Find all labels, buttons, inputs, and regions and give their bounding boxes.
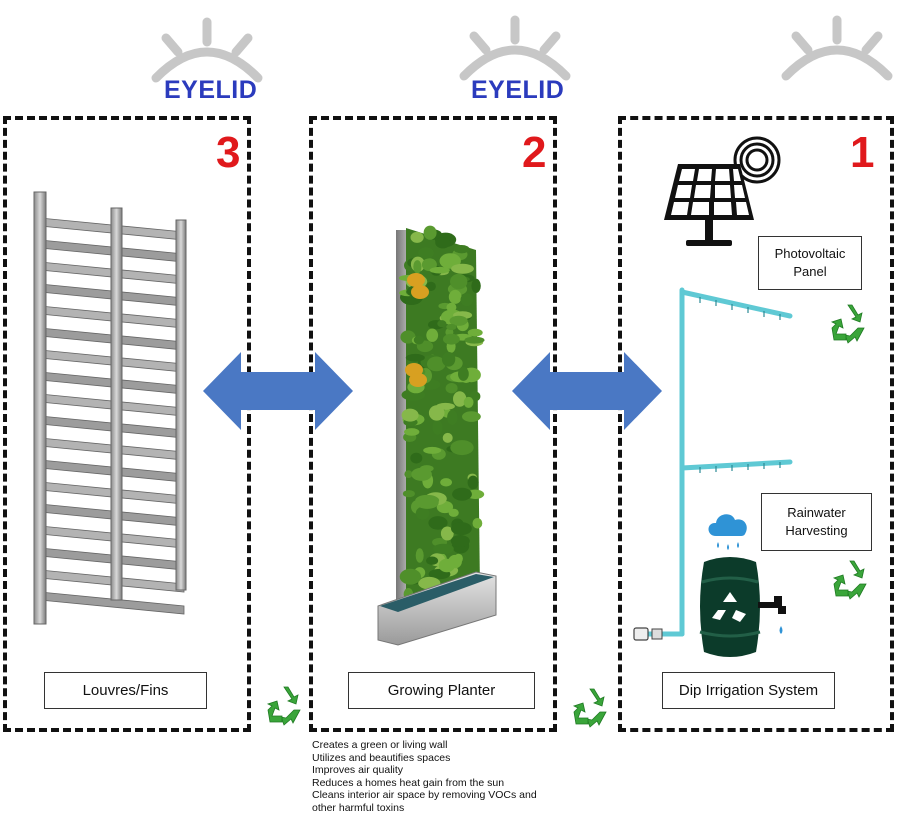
- eyelid-icon: [459, 15, 571, 81]
- leaf: [453, 245, 470, 254]
- leaf: [450, 535, 470, 547]
- leaf: [441, 352, 456, 367]
- leaf: [410, 231, 424, 243]
- leaf: [446, 302, 457, 312]
- benefits-list: Creates a green or living wall Utilizes …: [312, 739, 537, 815]
- leaf: [464, 336, 485, 344]
- leaf: [451, 263, 474, 274]
- leaf: [453, 391, 467, 407]
- leaf: [426, 556, 439, 565]
- leaf: [400, 330, 416, 344]
- recycle-icon: [830, 304, 865, 344]
- benefit-item: Cleans interior air space by removing VO…: [312, 789, 537, 802]
- leaf: [427, 356, 446, 372]
- benefit-item: other harmful toxins: [312, 801, 405, 814]
- leaf: [426, 281, 436, 291]
- leaf: [410, 452, 423, 464]
- leaf: [426, 328, 439, 342]
- rainwater-harvesting-label: Rainwater Harvesting: [761, 493, 872, 551]
- recycle-icon: [572, 688, 607, 728]
- leaf: [404, 470, 413, 478]
- leaf: [429, 266, 450, 274]
- leaf: [447, 410, 458, 425]
- leaf: [440, 526, 454, 541]
- leaf: [411, 467, 432, 481]
- leaf: [463, 396, 474, 408]
- leaf: [423, 446, 442, 454]
- eyelid-label: EYELID: [164, 76, 258, 104]
- flower: [407, 273, 425, 287]
- living-wall-illustration: [377, 225, 497, 646]
- leaf: [443, 333, 460, 345]
- panel-louvres: [3, 116, 251, 732]
- leaf: [462, 411, 481, 422]
- leaf: [435, 237, 451, 249]
- leaf: [449, 315, 468, 326]
- eyelid-icon: [781, 15, 893, 81]
- benefit-item: Creates a green or living wall: [312, 739, 448, 751]
- leaf: [433, 543, 454, 554]
- double-arrow-icon: [512, 352, 662, 430]
- recycle-icon: [266, 686, 301, 726]
- leaf: [405, 353, 425, 362]
- leaf: [446, 323, 457, 331]
- leaf: [471, 278, 481, 293]
- leaf: [452, 487, 472, 501]
- leaf: [428, 405, 445, 421]
- panel-number: 3: [216, 128, 241, 177]
- leaf: [399, 568, 422, 585]
- leaf: [404, 428, 420, 436]
- recycle-icon: [832, 560, 867, 600]
- leaf: [402, 490, 415, 498]
- irrigation-pipes: [633, 287, 793, 641]
- benefit-item: Improves air quality: [312, 764, 404, 777]
- leaf: [445, 383, 458, 394]
- leaf: [448, 289, 462, 304]
- leaf: [415, 494, 440, 506]
- leaf: [450, 440, 474, 456]
- solar-panel-icon: [664, 136, 781, 246]
- louvres-illustration: [33, 191, 187, 625]
- leaf: [413, 260, 422, 274]
- photovoltaic-panel-label: Photovoltaic Panel: [758, 236, 862, 290]
- leaf: [432, 419, 443, 435]
- leaf: [458, 366, 469, 381]
- benefit-item: Utilizes and beautifies spaces: [312, 751, 451, 764]
- leaf: [467, 475, 479, 490]
- leaf: [401, 408, 419, 422]
- leaf: [451, 522, 472, 536]
- leaf: [418, 247, 434, 259]
- eyelid-label: EYELID: [471, 76, 565, 104]
- leaf: [413, 335, 424, 345]
- panel-number: 2: [522, 128, 547, 177]
- leaf: [442, 432, 453, 443]
- flower: [411, 285, 429, 299]
- panel-irrigation: [618, 116, 894, 732]
- flower: [409, 373, 427, 387]
- leaf: [460, 293, 474, 307]
- caption-growing-planter: Growing Planter: [348, 672, 535, 709]
- caption-dip-irrigation: Dip Irrigation System: [662, 672, 835, 709]
- leaf: [440, 478, 452, 487]
- leaf: [472, 518, 483, 529]
- leaf: [450, 273, 468, 290]
- caption-louvres-fins: Louvres/Fins: [44, 672, 207, 709]
- leaf: [415, 506, 430, 520]
- eyelid-icon: [151, 17, 263, 83]
- barrel-icon: [699, 557, 786, 657]
- rain-cloud-icon: [708, 514, 747, 550]
- leaf: [415, 548, 424, 563]
- leaf: [423, 225, 437, 240]
- double-arrow-icon: [203, 352, 353, 430]
- leaf: [467, 328, 483, 337]
- leaf: [437, 320, 447, 328]
- panel-growing-planter: [309, 116, 557, 732]
- panel-number: 1: [850, 128, 875, 177]
- benefit-item: Reduces a homes heat gain from the sun: [312, 776, 505, 789]
- leaf: [438, 558, 455, 573]
- leaf: [428, 516, 448, 530]
